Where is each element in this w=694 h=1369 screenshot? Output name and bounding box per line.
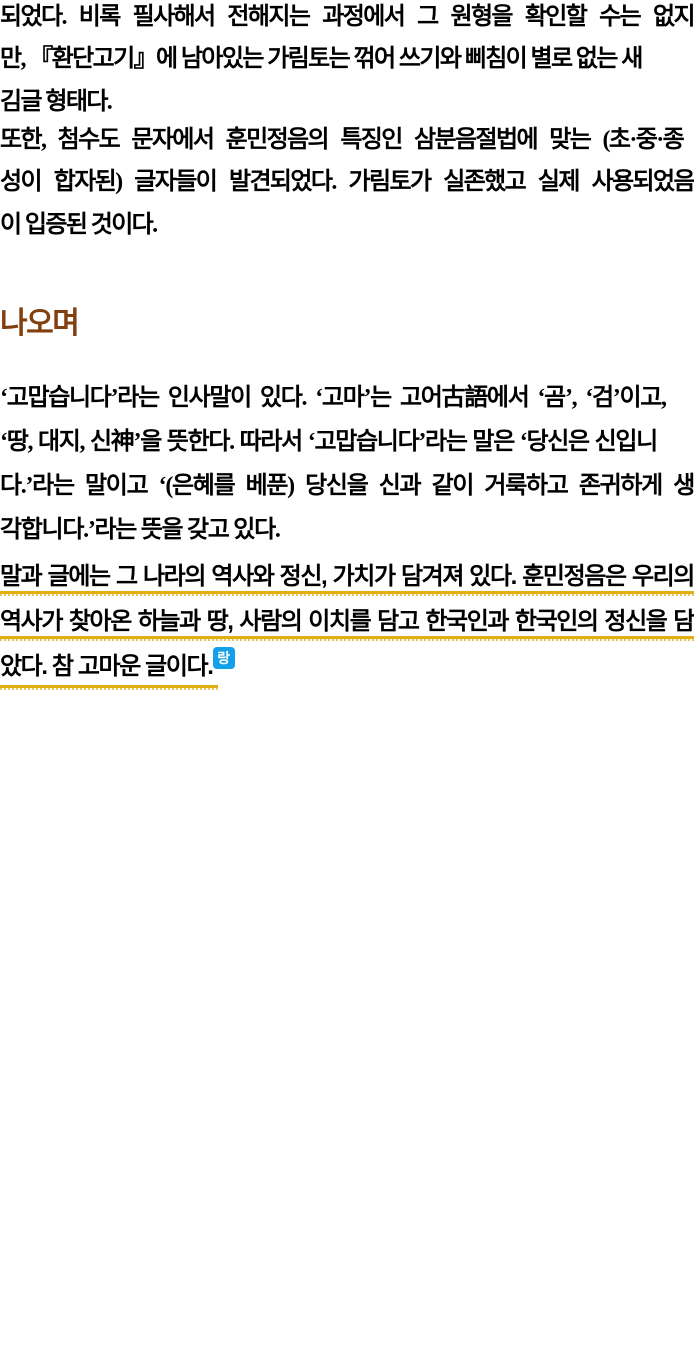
text-line: 다.’라는 말이고 ‘(은혜를 베푼) 당신을 신과 같이 거룩하고 존귀하게 …	[0, 473, 694, 499]
text-line: 성이 합자된) 글자들이 발견되었다. 가림토가 실존했고 실제 사용되었음	[0, 169, 694, 195]
highlighted-line: 역사가 찾아온 하늘과 땅, 사람의 이치를 담고 한국인과 한국인의 정신을 …	[0, 599, 694, 644]
text-line: 김글 형태다.	[0, 88, 113, 115]
text-line: 또한, 첨수도 문자에서 훈민정음의 특징인 삼분음절법에 맞는 (초·중·종	[0, 126, 685, 153]
highlighted-line: 았다. 참 고마운 글이다.	[0, 653, 218, 690]
text-line: 각합니다.’라는 뜻을 갖고 있다.	[0, 517, 281, 543]
text-line: 되었다. 비록 필사해서 전해지는 과정에서 그 원형을 확인할 수는 없지	[0, 3, 694, 30]
highlighted-paragraph: 말과 글에는 그 나라의 역사와 정신, 가치가 담겨져 있다. 훈민정음은 우…	[0, 554, 694, 689]
highlighted-line: 말과 글에는 그 나라의 역사와 정신, 가치가 담겨져 있다. 훈민정음은 우…	[0, 554, 694, 599]
paragraph-3: ‘고맙습니다’라는 인사말이 있다. ‘고마’는 고어古語에서 ‘곰’, ‘검’…	[0, 376, 694, 552]
text-line: ‘고맙습니다’라는 인사말이 있다. ‘고마’는 고어古語에서 ‘곰’, ‘검’…	[0, 385, 667, 411]
section-heading: 나오며	[0, 307, 80, 340]
text-line: 이 입증된 것이다.	[0, 211, 158, 238]
text-line: ‘땅, 대지, 신神’을 뜻한다. 따라서 ‘고맙습니다’라는 말은 ‘당신은 …	[0, 429, 658, 455]
text-line: 만, 『환단고기』에 남아있는 가림토는 꺾어 쓰기와 삐침이 별로 없는 새	[0, 46, 643, 72]
signature-badge-icon: 랑	[212, 647, 235, 669]
